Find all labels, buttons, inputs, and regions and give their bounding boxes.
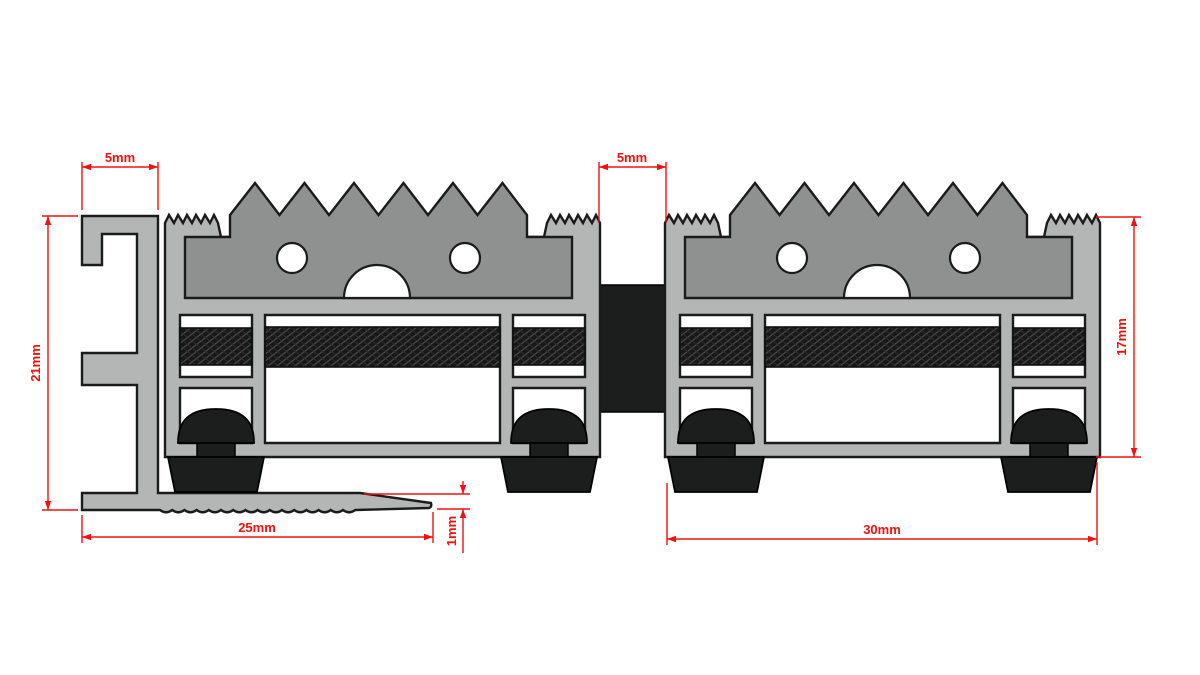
dim-label-frame-height: 21mm [28,344,43,382]
dimension-profile-height: 17mm [1096,216,1141,458]
dim-label-profile-width: 30mm [863,522,901,537]
dimension-ramp-width: 25mm [81,512,434,543]
dim-label-ramp-edge-height: 1mm [444,516,459,546]
dimension-frame-height: 21mm [28,215,78,511]
edge-frame-profile [80,214,433,514]
dim-label-ramp-width: 25mm [238,520,276,535]
joint-connector-block [598,284,667,413]
dim-label-frame-top-width: 5mm [105,150,135,165]
dimension-profile-width: 30mm [666,462,1098,545]
dim-label-profile-height: 17mm [1114,318,1129,356]
dimension-frame-top-width: 5mm [81,150,159,210]
dimension-ramp-edge-height: 1mm [364,481,470,553]
right-mat-profile [663,181,1102,494]
dim-label-expansion-gap: 5mm [617,150,647,165]
dimension-expansion-gap: 5mm [598,150,667,222]
left-mat-profile [163,181,602,494]
